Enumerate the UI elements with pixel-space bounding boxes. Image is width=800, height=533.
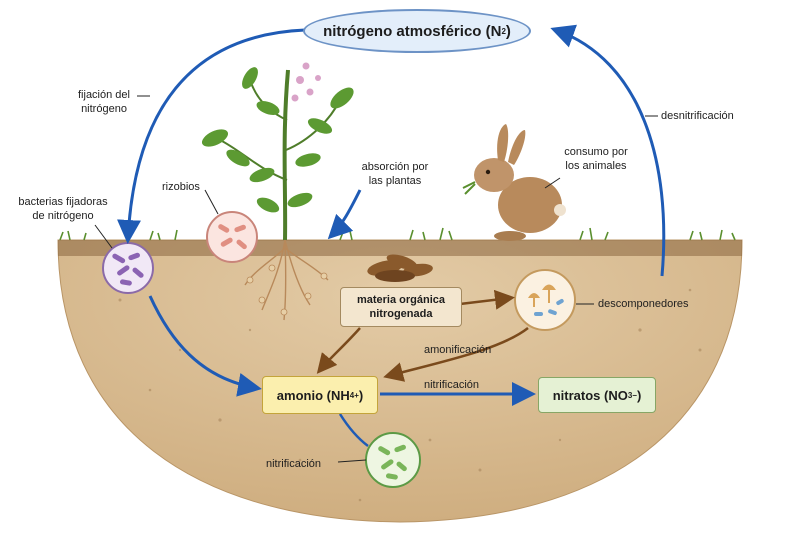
node-organic-matter: materia orgánica nitrogenada xyxy=(340,287,462,327)
n2-close: ) xyxy=(505,22,511,40)
label-fixation: fijación del nitrógeno xyxy=(68,88,140,116)
nitrates-close: ) xyxy=(636,387,642,403)
ammonium-close: ) xyxy=(358,387,364,403)
arrow-fixation xyxy=(117,28,306,244)
leaf-litter xyxy=(367,254,433,282)
label-rhizobia: rizobios xyxy=(162,181,200,193)
label-decomposers: descomponedores xyxy=(598,298,689,310)
decomposers-circle xyxy=(514,269,576,331)
label-animal-consumption-line2: los animales xyxy=(565,160,627,172)
arrow-organic-to-ammonium xyxy=(316,327,361,374)
arrow-organic-to-decomposers xyxy=(459,289,515,310)
organic-line2: nitrogenada xyxy=(369,308,433,320)
label-fixing-bacteria-line1: bacterias fijadoras xyxy=(18,196,108,208)
label-nitrification-bacteria: nitrificación xyxy=(266,458,322,470)
ammonium-text: amonio (NH xyxy=(276,387,350,403)
arrow-fixers-to-ammonium xyxy=(148,295,262,397)
grass xyxy=(59,227,736,241)
topsoil-band xyxy=(58,240,742,256)
nitrates-superscript: − xyxy=(632,390,637,400)
n2-text: nitrógeno atmosférico (N xyxy=(323,22,502,40)
bacteria-circle-rhizobia xyxy=(206,211,258,263)
bacteria-circle-fixers xyxy=(102,242,154,294)
arrow-ammonium-to-nitrifiers xyxy=(338,413,369,447)
nitrates-text: nitratos (NO xyxy=(552,387,628,403)
label-denitrification: desnitrificación xyxy=(661,110,734,122)
label-plant-uptake-line1: absorción por xyxy=(361,161,429,173)
arrow-plant-uptake xyxy=(327,189,362,240)
n2-subscript: 2 xyxy=(501,26,506,36)
label-nitrification-arrow: nitrificación xyxy=(424,379,480,391)
label-fixation-line2: nitrógeno xyxy=(81,103,127,115)
arrow-denitrification xyxy=(550,24,666,277)
label-animal-consumption: consumo por los animales xyxy=(556,145,636,173)
ammonium-subscript: 4 xyxy=(349,390,355,400)
bacteria-circle-nitrifiers xyxy=(365,432,421,488)
ammonium-superscript: + xyxy=(354,390,359,400)
label-ammonification: amonificación xyxy=(424,344,492,356)
label-fixing-bacteria-line2: de nitrógeno xyxy=(32,210,94,222)
label-plant-uptake: absorción por las plantas xyxy=(353,160,437,188)
leader-lines xyxy=(94,95,658,463)
nitrates-subscript: 3 xyxy=(627,390,633,400)
organic-line1: materia orgánica xyxy=(356,294,446,306)
label-animal-consumption-line1: consumo por xyxy=(564,146,628,158)
rabbit-illustration xyxy=(462,124,566,241)
label-fixation-line1: fijación del xyxy=(78,89,130,101)
arrow-ammonification xyxy=(383,327,529,382)
label-fixing-bacteria: bacterias fijadoras de nitrógeno xyxy=(8,195,118,223)
label-plant-uptake-line2: las plantas xyxy=(368,175,422,187)
plant-illustration xyxy=(201,62,354,321)
